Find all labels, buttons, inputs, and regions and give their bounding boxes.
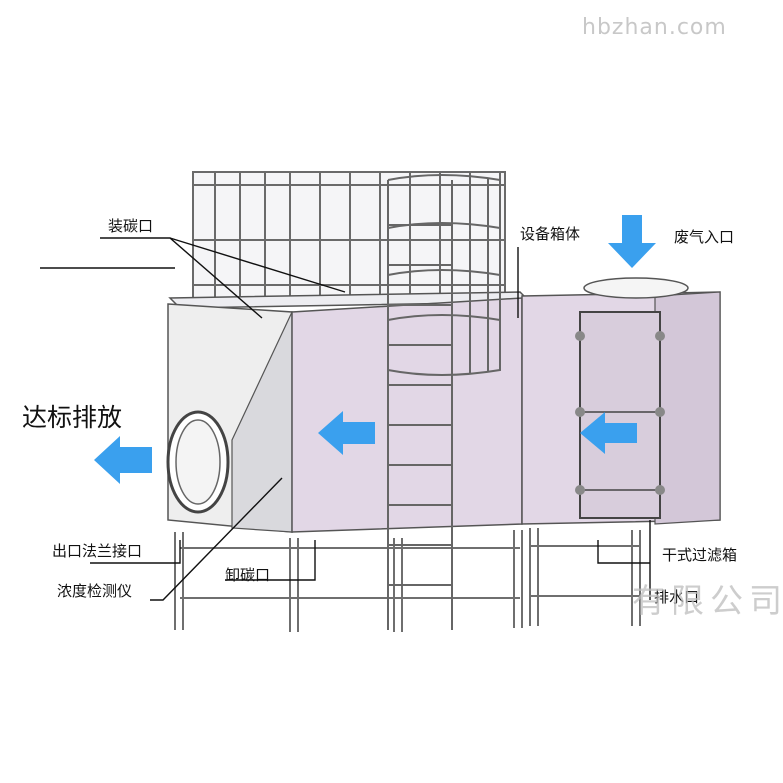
company-watermark: 有限公司 xyxy=(632,581,783,620)
outlet-flange xyxy=(168,412,228,512)
label-exhaust-inlet: 废气入口 xyxy=(674,228,734,246)
label-carbon-unloading-port: 卸碳口 xyxy=(225,566,270,584)
top-railing xyxy=(193,172,505,300)
carbon-adsorption-box xyxy=(168,292,530,532)
label-discharge: 达标排放 xyxy=(22,403,122,432)
dry-filter-box xyxy=(522,278,720,524)
site-watermark: hbzhan.com xyxy=(582,15,727,40)
flow-arrow-down-icon xyxy=(608,215,656,268)
label-concentration-detector: 浓度检测仪 xyxy=(57,582,132,600)
label-equipment-box: 设备箱体 xyxy=(520,225,580,243)
label-dry-filter-box: 干式过滤箱 xyxy=(662,546,737,564)
label-outlet-flange: 出口法兰接口 xyxy=(52,542,142,560)
label-carbon-loading-port: 装碳口 xyxy=(108,217,153,235)
flow-arrow-left-icon xyxy=(94,436,152,484)
